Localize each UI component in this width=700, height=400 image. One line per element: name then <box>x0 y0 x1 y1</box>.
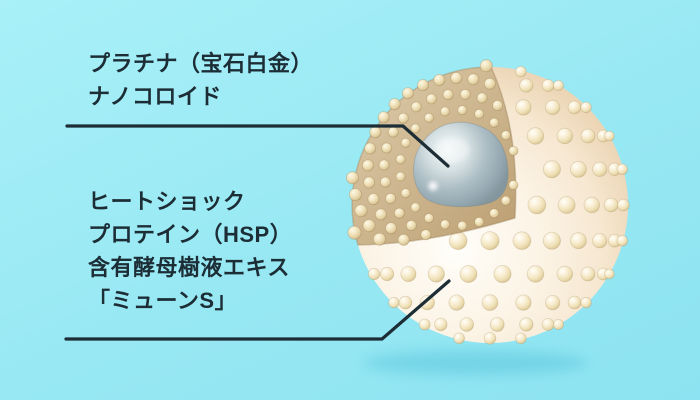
leader-line-platinum <box>65 124 450 168</box>
label-hsp-extract: ヒートショック プロテイン（HSP） 含有酵母樹液エキス 「ミューンS」 <box>88 185 292 317</box>
label-hsp-line-2: プロテイン（HSP） <box>88 222 293 247</box>
label-platinum-nanocolloid: プラチナ（宝石白金） ナノコロイド <box>88 47 313 113</box>
core-sheen <box>435 137 469 163</box>
label-hsp-line-1: ヒートショック <box>88 189 246 214</box>
label-platinum-line-2: ナノコロイド <box>88 84 222 109</box>
label-hsp-line-3: 含有酵母樹液エキス <box>88 255 290 280</box>
cutaway-bumps <box>345 59 519 246</box>
label-hsp-line-4: 「ミューンS」 <box>88 288 238 313</box>
sphere-bumps <box>367 65 630 345</box>
core-highlight <box>428 181 438 191</box>
label-platinum-line-1: プラチナ（宝石白金） <box>88 51 314 76</box>
sphere-shadow <box>364 350 588 376</box>
leader-line-hsp <box>64 279 451 341</box>
